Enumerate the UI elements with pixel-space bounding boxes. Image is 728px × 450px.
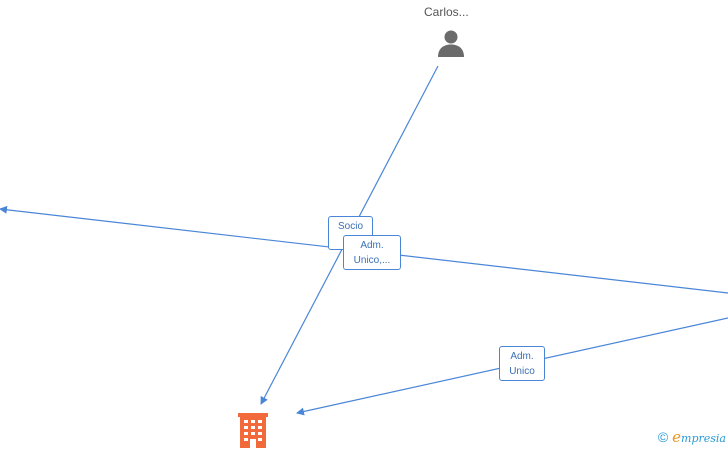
- edge-label-adm-unico-truncated[interactable]: Adm. Unico,...: [343, 235, 401, 270]
- edge-label-adm-unico[interactable]: Adm. Unico: [499, 346, 545, 381]
- empresia-watermark: ©empresia: [658, 428, 726, 446]
- building-icon[interactable]: [236, 412, 270, 448]
- edge-label-line1: Adm.: [510, 351, 534, 362]
- edge-label-line2: Unico: [509, 366, 535, 377]
- person-node-label[interactable]: Carlos...: [424, 5, 469, 19]
- brand-logo-text: mpresia: [681, 432, 726, 445]
- edge-label-line1: Adm.: [360, 240, 384, 251]
- brand-logo-e: e: [672, 428, 682, 446]
- copyright-symbol: ©: [657, 429, 669, 445]
- edge-label-line2: Unico,...: [353, 255, 391, 266]
- person-icon[interactable]: [436, 28, 466, 58]
- edge-label-line1: Socio: [337, 221, 363, 232]
